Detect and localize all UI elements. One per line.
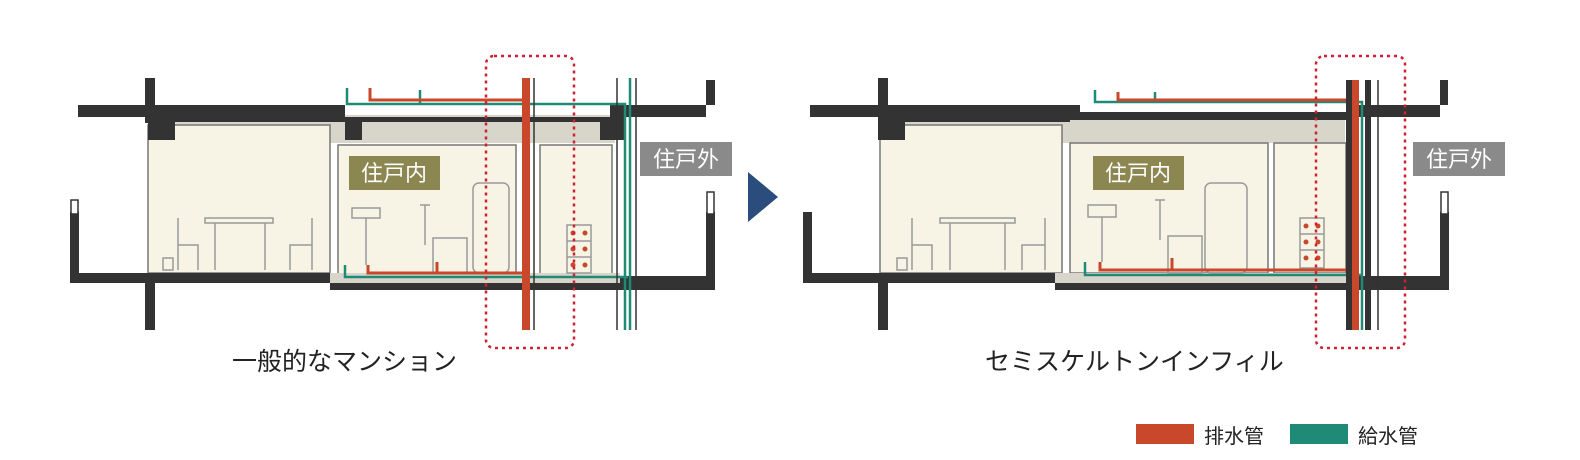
right-furniture: [896, 182, 1325, 274]
right-section-diagram: 住戸内 住戸外: [803, 54, 1505, 350]
drain-swatch: [1136, 424, 1194, 444]
right-pipe-highlight-box: [1314, 54, 1407, 350]
right-outer-post-right: [1440, 191, 1449, 215]
left-wall-column-lower: [145, 275, 155, 330]
right-outside-tag: [1413, 142, 1505, 176]
water-legend-label: 給水管: [1358, 423, 1418, 448]
left-inside-label: 住戸内: [361, 162, 427, 187]
right-drain-pipes: [1098, 80, 1359, 330]
left-room-entrance: [539, 144, 613, 276]
right-drain-fixtures: [1303, 223, 1321, 261]
left-room-living: [147, 124, 331, 274]
right-outer-wall-left: [803, 212, 812, 282]
left-outer-post-right: [706, 191, 715, 215]
left-wall-column: [145, 78, 155, 123]
left-drain-pipes: [366, 78, 530, 330]
left-lower-slab: [70, 273, 715, 290]
left-outside-tag: [640, 142, 732, 176]
right-shaft-lines: [1346, 80, 1379, 330]
left-outer-wall-right: [706, 212, 715, 290]
left-outside-label: 住戸外: [653, 148, 719, 173]
right-lower-slab: [803, 273, 1448, 290]
right-floor-space: [1055, 273, 1355, 283]
triangle-right-icon: [748, 172, 778, 222]
left-outer-post-left: [70, 199, 79, 215]
left-inside-tag: [349, 156, 440, 190]
left-caption: 一般的なマンション: [232, 347, 458, 376]
right-outer-wall-right: [1440, 212, 1449, 290]
right-wall-column-lower: [878, 275, 888, 330]
right-outside-label: 住戸外: [1426, 148, 1492, 173]
left-shaft-lines: [533, 78, 637, 330]
left-pipe-highlight-box: [484, 54, 576, 350]
left-upper-slab: [78, 80, 715, 140]
right-wall-column: [878, 78, 888, 123]
drain-legend-label: 排水管: [1204, 423, 1264, 448]
legend-water-supply-pipe: 給水管: [1290, 421, 1418, 448]
right-room-entrance: [1273, 142, 1347, 274]
right-upper-slab: [810, 80, 1448, 140]
left-section-diagram: 住戸内 住戸外: [70, 54, 732, 350]
water-swatch: [1290, 424, 1348, 444]
legend-drain-pipe: 排水管: [1136, 421, 1264, 448]
right-inside-tag: [1093, 156, 1184, 190]
left-outer-wall-left: [70, 212, 79, 282]
right-caption: セミスケルトンインフィル: [985, 347, 1284, 376]
right-inside-label: 住戸内: [1105, 162, 1171, 187]
right-room-living: [879, 124, 1063, 274]
